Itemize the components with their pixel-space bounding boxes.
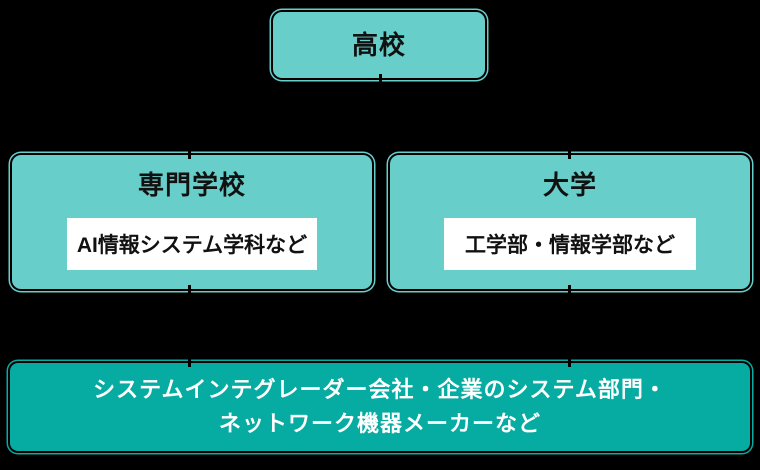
connector-branch-horizontal [188,116,571,119]
node-career-destinations: システムインテグレーダー会社・企業のシステム部門・ ネットワーク機器メーカーなど [10,363,750,451]
node-career-destinations-line2: ネットワーク機器メーカーなど [218,411,541,436]
node-university-detail: 工学部・情報学部など [444,218,696,270]
node-highschool-label: 高校 [351,30,406,60]
connector-vocational-to-career [188,285,191,367]
connector-branch-to-vocational [188,116,191,159]
node-vocational-school: 専門学校 AI情報システム学科など [12,155,372,289]
node-vocational-school-detail: AI情報システム学科など [67,218,317,270]
node-university: 大学 工学部・情報学部など [390,155,750,289]
node-university-label: 大学 [542,170,597,200]
node-career-destinations-line1: システムインテグレーダー会社・企業のシステム部門・ [93,377,667,402]
connector-university-to-career [568,285,571,367]
node-highschool: 高校 [273,12,485,78]
connector-highschool-branch [379,74,382,118]
connector-branch-to-university [568,116,571,159]
node-vocational-school-label: 専門学校 [137,170,246,200]
